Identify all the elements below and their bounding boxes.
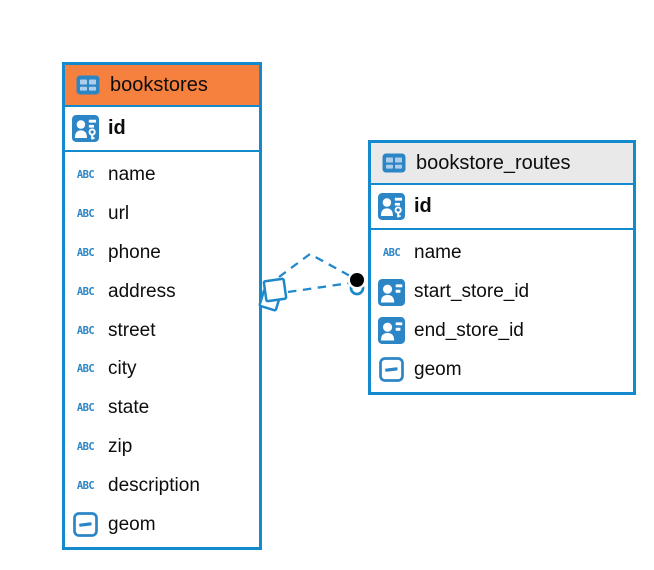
primary-key-name: id — [108, 117, 126, 139]
table-card-bookstore-routes[interactable]: bookstore_routes id ABC name — [368, 140, 636, 396]
column-name: state — [108, 397, 150, 419]
table-header-bookstores[interactable]: bookstores — [65, 65, 259, 107]
relationship-target-handle-dot-icon[interactable] — [347, 270, 367, 296]
relationship-line-lower[interactable] — [287, 281, 351, 294]
column-row[interactable]: ABC name — [65, 156, 259, 195]
table-title: bookstores — [110, 73, 208, 96]
abc-icon: ABC — [76, 479, 95, 492]
reference-person-card-icon — [378, 278, 405, 306]
column-row[interactable]: ABC phone — [65, 233, 259, 273]
column-row[interactable]: ABC address — [65, 272, 259, 312]
abc-icon: ABC — [76, 285, 95, 298]
column-list: ABC name ABC url ABC phone ABC address A… — [65, 152, 259, 547]
table-grid-icon — [74, 75, 101, 95]
column-name: name — [414, 242, 462, 264]
column-row[interactable]: geom — [65, 505, 259, 544]
table-header-bookstore-routes[interactable]: bookstore_routes — [371, 143, 633, 185]
column-row[interactable]: ABC state — [65, 388, 259, 428]
abc-icon: ABC — [382, 247, 401, 260]
column-name: url — [108, 203, 130, 225]
column-row[interactable]: start_store_id — [371, 272, 633, 312]
column-name: end_store_id — [414, 319, 524, 341]
column-name: address — [108, 280, 176, 302]
column-row[interactable]: ABC street — [65, 311, 259, 350]
column-name: city — [108, 358, 137, 380]
column-name: street — [108, 319, 156, 341]
column-name: geom — [414, 358, 462, 380]
column-name: description — [108, 474, 200, 496]
primary-key-name: id — [414, 195, 432, 217]
column-list: ABC name start_store_id — [371, 230, 633, 392]
table-title: bookstore_routes — [416, 151, 571, 174]
primary-key-row[interactable]: id — [65, 107, 259, 152]
reference-person-card-icon — [378, 317, 405, 345]
column-row[interactable]: ABC description — [65, 466, 259, 506]
square-dash-icon — [378, 357, 405, 383]
square-dash-icon — [72, 512, 99, 537]
column-row[interactable]: ABC url — [65, 194, 259, 234]
column-name: geom — [108, 513, 156, 535]
primary-key-icon — [378, 193, 405, 220]
abc-icon: ABC — [76, 169, 95, 182]
table-card-bookstores[interactable]: bookstores id ABC name — [62, 62, 262, 550]
column-name: phone — [108, 241, 161, 263]
column-row[interactable]: ABC city — [65, 349, 259, 389]
column-row[interactable]: ABC zip — [65, 427, 259, 467]
abc-icon: ABC — [76, 440, 95, 453]
relationship-line-upper[interactable] — [278, 252, 351, 278]
abc-icon: ABC — [76, 246, 95, 259]
abc-icon: ABC — [76, 324, 95, 337]
column-name: zip — [108, 435, 133, 457]
column-name: start_store_id — [414, 281, 530, 303]
column-row[interactable]: end_store_id — [371, 311, 633, 351]
abc-icon: ABC — [76, 402, 95, 415]
table-grid-icon — [380, 153, 407, 173]
column-row[interactable]: ABC name — [371, 234, 633, 273]
column-name: name — [108, 164, 156, 186]
primary-key-row[interactable]: id — [371, 185, 633, 230]
column-row[interactable]: geom — [371, 350, 633, 390]
primary-key-icon — [72, 115, 99, 142]
abc-icon: ABC — [76, 208, 95, 221]
abc-icon: ABC — [76, 363, 95, 376]
relationship-source-handle-squares-icon[interactable] — [258, 277, 288, 312]
